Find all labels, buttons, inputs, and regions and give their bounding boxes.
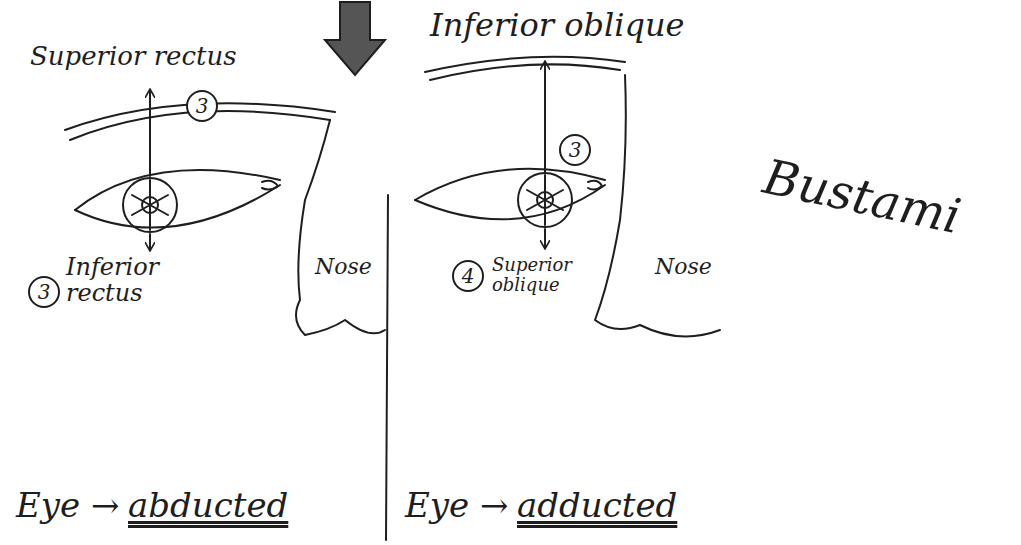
- eye-position-label: adducted: [517, 487, 717, 524]
- nose-label: Nose: [315, 255, 395, 279]
- eye-position-label: abducted: [128, 487, 318, 524]
- eye-position-label: Eye →: [16, 487, 136, 524]
- callout-number: 4: [462, 266, 475, 286]
- callout-number: 3: [569, 140, 582, 160]
- callout-circle: 4: [452, 260, 484, 292]
- nose-label: Nose: [655, 255, 745, 279]
- muscle-label: Superior rectus: [30, 42, 270, 71]
- muscle-label: Inferior rectus: [66, 254, 186, 307]
- callout-circle: 3: [28, 276, 60, 308]
- callout-circle: 3: [186, 90, 218, 122]
- callout-number: 3: [196, 96, 209, 116]
- muscle-label: Superior oblique: [492, 255, 582, 295]
- eye-position-label: Eye →: [405, 487, 525, 524]
- muscle-label: Inferior oblique: [430, 8, 730, 43]
- signature: Bustami: [759, 150, 1005, 252]
- callout-circle: 3: [559, 134, 591, 166]
- callout-number: 3: [38, 282, 51, 302]
